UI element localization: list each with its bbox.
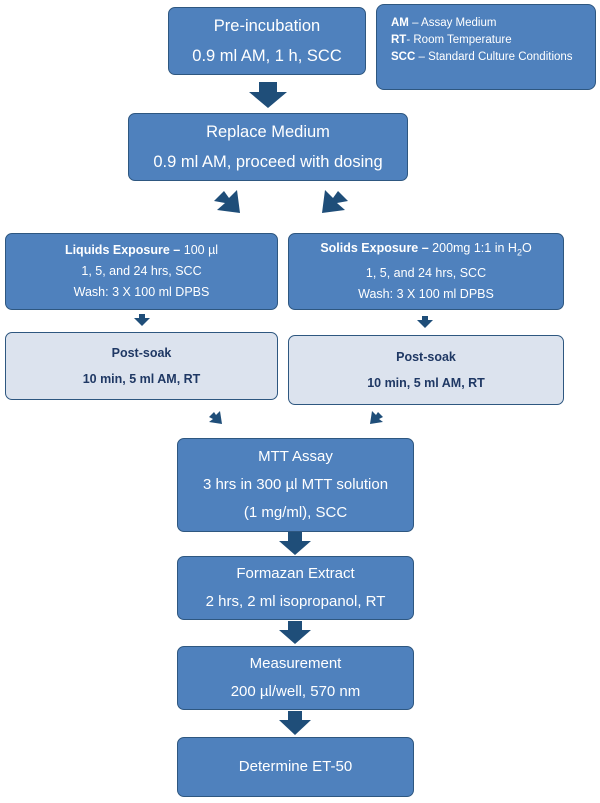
liquids-exposure-title: Liquids Exposure – 100 µl <box>64 243 219 257</box>
legend-item-rt: RT- Room Temperature <box>391 34 512 46</box>
solids-exposure-wash: Wash: 3 X 100 ml DPBS <box>358 287 494 302</box>
post-soak-right-box: Post-soak 10 min, 5 ml AM, RT <box>288 335 564 405</box>
formazan-extract-box: Formazan Extract 2 hrs, 2 ml isopropanol… <box>177 556 414 620</box>
post-soak-right-title: Post-soak <box>396 350 456 364</box>
replace-medium-detail: 0.9 ml AM, proceed with dosing <box>153 153 383 171</box>
solids-exposure-duration: 1, 5, and 24 hrs, SCC <box>365 266 487 281</box>
arrow-replace-to-liquids <box>214 190 240 213</box>
mtt-assay-title: MTT Assay <box>258 448 333 465</box>
determine-et50-title: Determine ET-50 <box>238 758 353 775</box>
post-soak-left-title: Post-soak <box>111 346 172 360</box>
solids-exposure-box: Solids Exposure – 200mg 1:1 in H2O 1, 5,… <box>288 233 564 310</box>
legend-box: AM – Assay Medium RT- Room Temperature S… <box>376 4 596 90</box>
post-soak-right-detail: 10 min, 5 ml AM, RT <box>367 376 485 390</box>
post-soak-left-detail: 10 min, 5 ml AM, RT <box>82 372 201 386</box>
arrow-pre-to-replace <box>249 82 287 108</box>
mtt-assay-box: MTT Assay 3 hrs in 300 µl MTT solution (… <box>177 438 414 532</box>
mtt-assay-concentration: (1 mg/ml), SCC <box>243 504 348 521</box>
arrow-replace-to-solids <box>322 190 348 213</box>
arrow-formazan-to-measurement <box>279 621 311 644</box>
determine-et50-box: Determine ET-50 <box>177 737 414 797</box>
arrow-measurement-to-determine <box>279 711 311 735</box>
liquids-exposure-box: Liquids Exposure – 100 µl 1, 5, and 24 h… <box>5 233 278 310</box>
post-soak-left-box: Post-soak 10 min, 5 ml AM, RT <box>5 332 278 400</box>
measurement-title: Measurement <box>249 655 342 672</box>
liquids-exposure-wash: Wash: 3 X 100 ml DPBS <box>73 285 210 299</box>
arrow-liquids-to-postsoak <box>134 314 150 326</box>
pre-incubation-box: Pre-incubation 0.9 ml AM, 1 h, SCC <box>168 7 366 75</box>
arrow-postsoak-right-to-mtt <box>370 411 383 424</box>
legend-item-scc: SCC – Standard Culture Conditions <box>391 51 573 63</box>
legend-item-am: AM – Assay Medium <box>391 17 497 29</box>
liquids-exposure-duration: 1, 5, and 24 hrs, SCC <box>81 264 202 278</box>
arrow-postsoak-left-to-mtt <box>209 411 222 424</box>
formazan-extract-detail: 2 hrs, 2 ml isopropanol, RT <box>205 593 386 610</box>
replace-medium-box: Replace Medium 0.9 ml AM, proceed with d… <box>128 113 408 181</box>
replace-medium-title: Replace Medium <box>206 123 330 141</box>
pre-incubation-detail: 0.9 ml AM, 1 h, SCC <box>192 47 342 65</box>
arrow-solids-to-postsoak <box>417 316 433 328</box>
solids-exposure-title: Solids Exposure – 200mg 1:1 in H2O <box>320 240 532 258</box>
formazan-extract-title: Formazan Extract <box>236 565 355 582</box>
pre-incubation-title: Pre-incubation <box>213 17 321 35</box>
measurement-detail: 200 µl/well, 570 nm <box>230 683 361 700</box>
mtt-assay-detail: 3 hrs in 300 µl MTT solution <box>202 476 389 493</box>
measurement-box: Measurement 200 µl/well, 570 nm <box>177 646 414 710</box>
arrow-mtt-to-formazan <box>279 532 311 555</box>
